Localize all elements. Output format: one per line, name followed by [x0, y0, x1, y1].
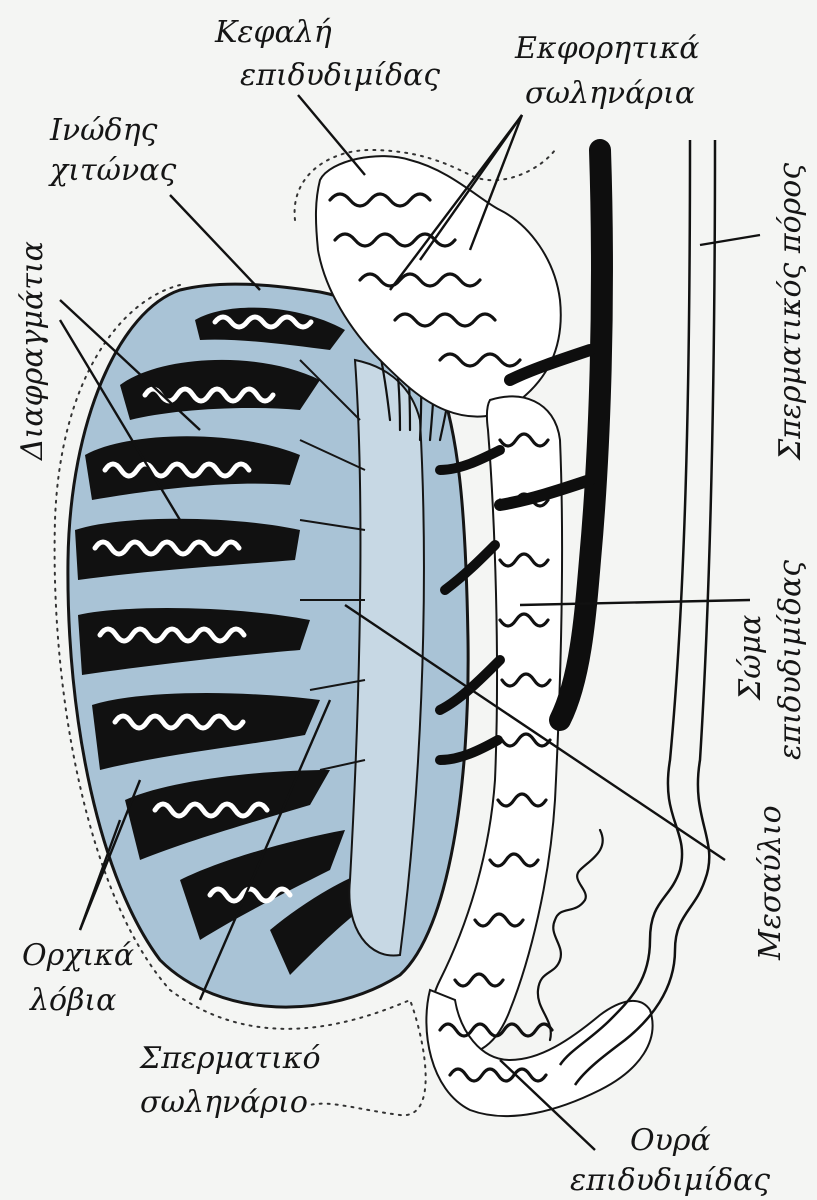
label-tunica-line1: Ινώδης — [49, 113, 158, 148]
label-efferent-line2: σωληνάρια — [525, 76, 695, 111]
label-head-line1: Κεφαλή — [214, 15, 332, 50]
label-lobules-line1: Ορχικά — [22, 938, 134, 973]
label-mediastinum: Μεσαύλιο — [753, 805, 788, 961]
testis-body — [68, 284, 468, 1007]
label-vas-deferens: Σπερματικός πόρος — [773, 163, 808, 461]
label-tail-line1: Ουρά — [630, 1123, 711, 1158]
label-tubule-line1: Σπερματικό — [139, 1041, 321, 1076]
label-tunica-line2: χιτώνας — [48, 153, 176, 188]
label-head-line2: επιδυδιμίδας — [240, 58, 440, 93]
label-efferent-line1: Εκφορητικά — [514, 31, 700, 66]
label-body-line1: Σώμα — [733, 615, 768, 701]
label-lobules-line2: λόβια — [29, 983, 116, 1018]
label-tubule-line2: σωληνάριο — [140, 1085, 308, 1120]
label-septa: Διαφραγμάτια — [15, 241, 50, 461]
label-body-line2: επιδυδιμίδας — [773, 560, 808, 760]
label-tail-line2: επιδυδιμίδας — [570, 1163, 770, 1198]
